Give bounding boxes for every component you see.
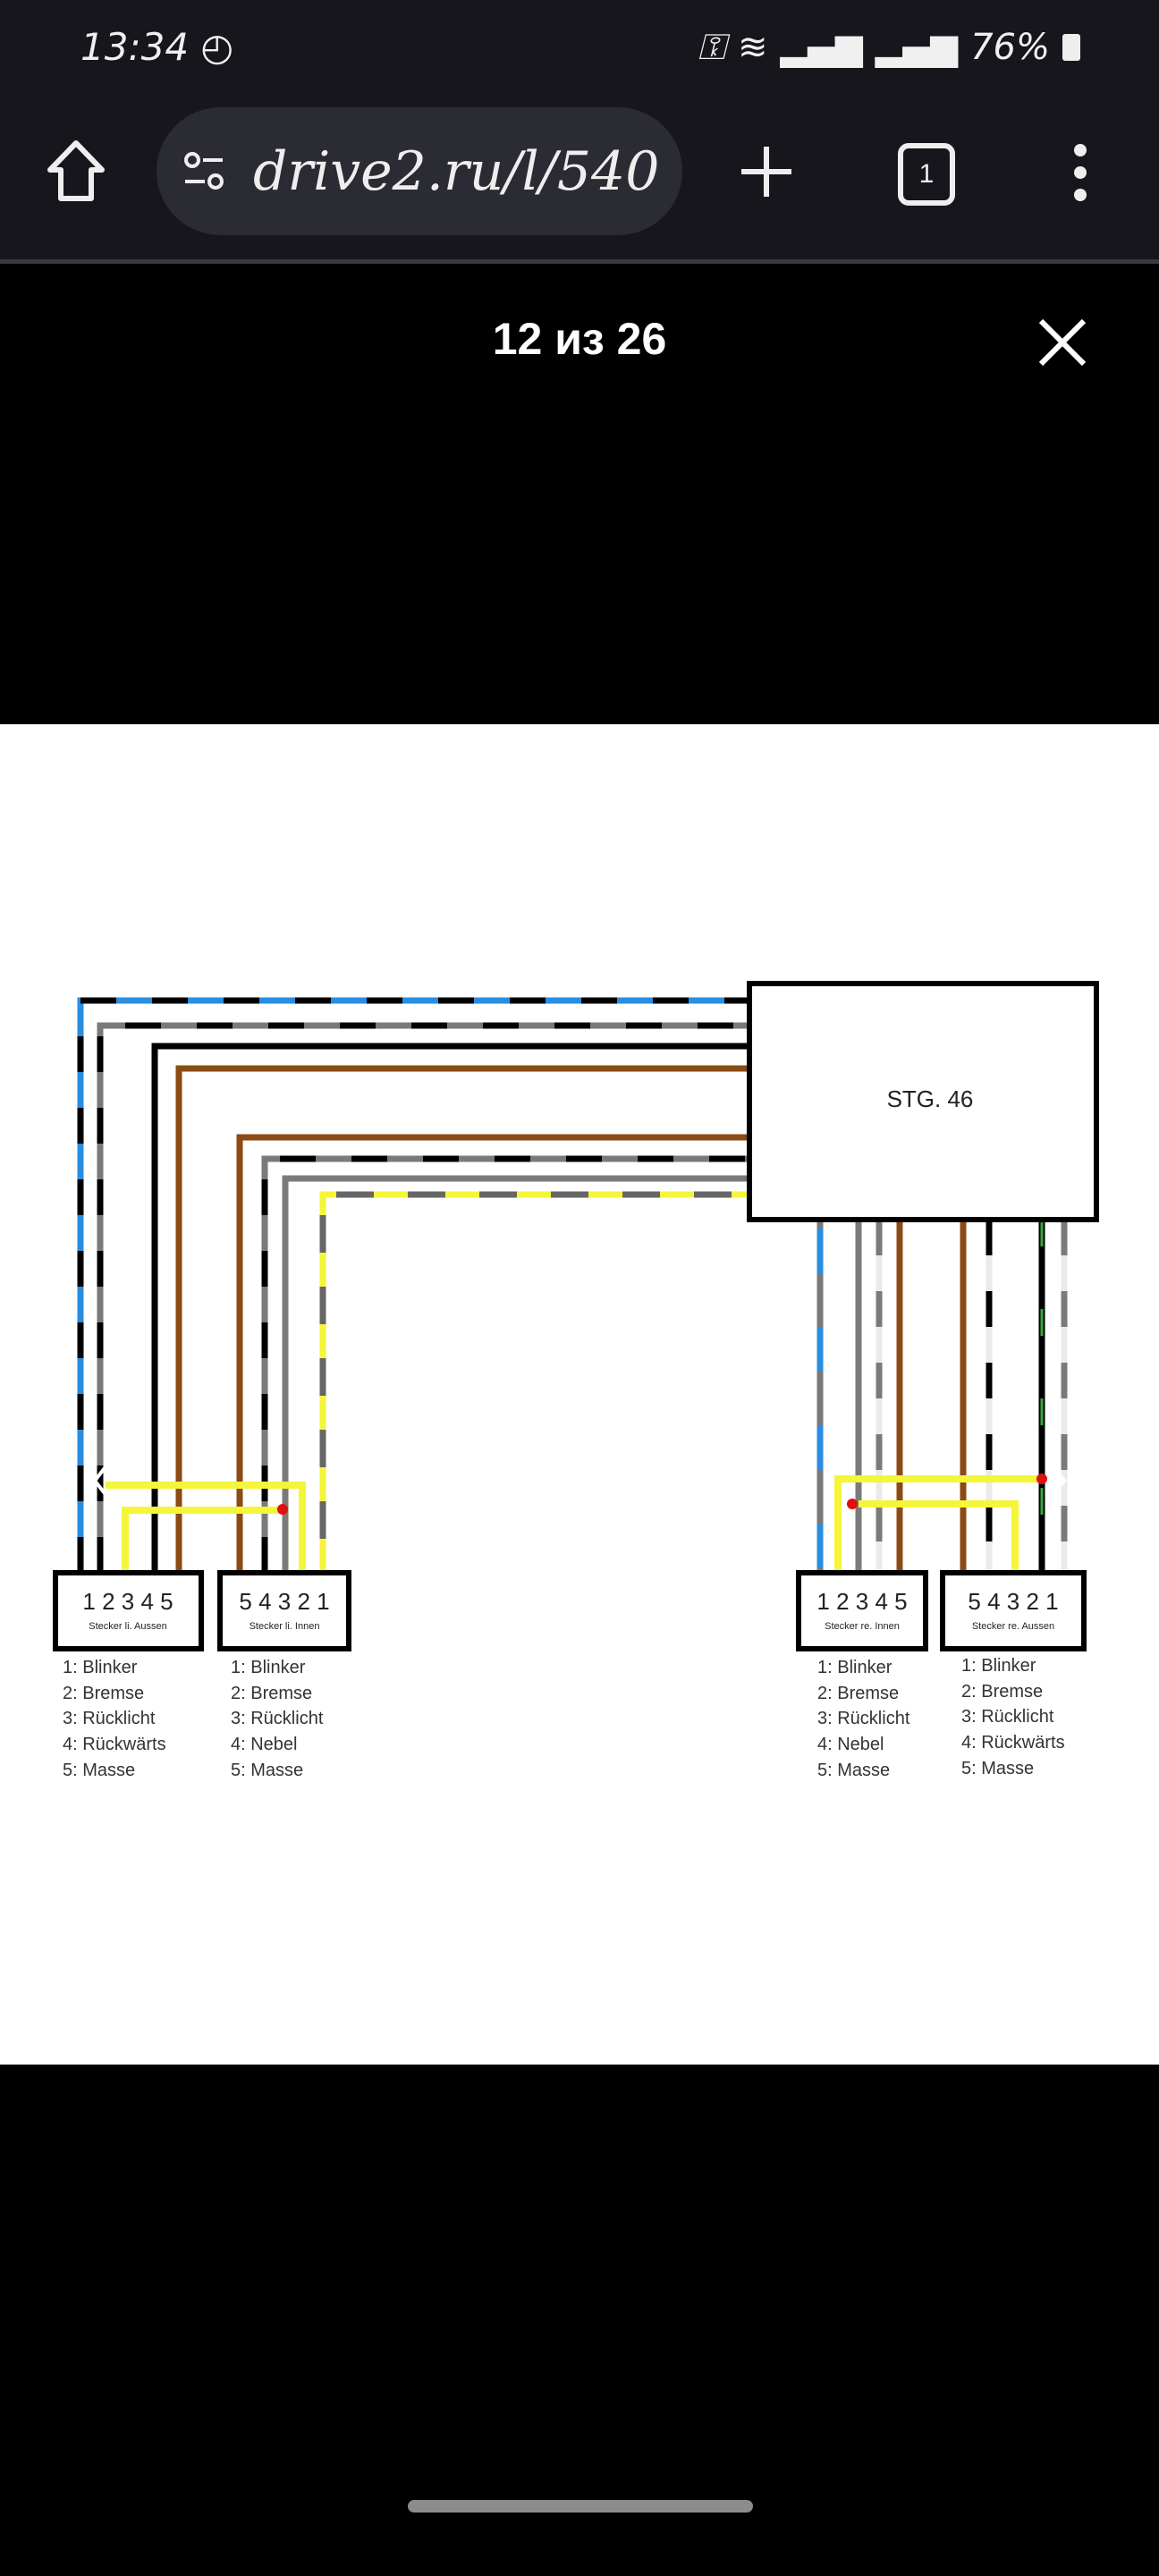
- site-settings-icon[interactable]: [182, 149, 226, 194]
- legend-item: 3: Rücklicht: [961, 1707, 1054, 1727]
- status-time: 13:34 ◴: [80, 25, 234, 69]
- wire-gray-black-inner: [261, 1155, 751, 1573]
- image-counter: 12 из 26: [492, 314, 667, 364]
- connector-label: Stecker re. Aussen: [972, 1621, 1054, 1632]
- url-bar[interactable]: drive2.ru/l/540: [157, 107, 682, 235]
- connector-label: Stecker re. Innen: [825, 1621, 900, 1632]
- legend-item: 4: Rückwärts: [961, 1733, 1065, 1753]
- wire-yellow-r-inner: [859, 1500, 1019, 1573]
- legend-item: 1: Blinker: [63, 1658, 138, 1677]
- legend-item: 1: Blinker: [231, 1658, 306, 1677]
- next-image-chevron-icon: [1050, 1463, 1067, 1499]
- connector-box: [53, 1570, 204, 1651]
- splice-dot: [847, 1499, 858, 1509]
- wifi-icon: ≋: [737, 27, 768, 68]
- wire-blue-black-dash: [77, 997, 751, 1573]
- splice-dot: [277, 1504, 288, 1515]
- wire-yellow-gray: [319, 1191, 751, 1573]
- connector-pins: 1 2 3 4 5: [82, 1588, 173, 1615]
- header-divider: [0, 259, 1159, 264]
- wire-yellow-r-outer: [834, 1475, 1042, 1573]
- signal-icon: ▂▄▆: [780, 27, 863, 68]
- close-icon[interactable]: [1037, 317, 1087, 367]
- wire-brown: [175, 1065, 751, 1573]
- prev-image-chevron-icon: [92, 1463, 109, 1499]
- legend-item: 5: Masse: [817, 1761, 890, 1780]
- browser-header: 13:34 ◴ ⚿ ≋ ▂▄▆ ▂▄▆ 76% drive2.ru/l/540 …: [0, 0, 1159, 261]
- wire-gray-black-dash: [97, 1022, 751, 1573]
- legend-item: 3: Rücklicht: [63, 1709, 156, 1728]
- wire-gray-black: [97, 1022, 751, 1573]
- more-menu-icon[interactable]: [1070, 143, 1091, 202]
- connector-pins: 1 2 3 4 5: [816, 1588, 907, 1615]
- wire-gray: [282, 1175, 751, 1573]
- home-icon[interactable]: [47, 139, 106, 202]
- legend-item: 5: Masse: [63, 1761, 135, 1780]
- url-text[interactable]: drive2.ru/l/540: [253, 139, 660, 203]
- signal-icon: ▂▄▆: [875, 27, 959, 68]
- legend-item: 3: Rücklicht: [231, 1709, 324, 1728]
- control-unit-box: [747, 981, 1099, 1222]
- control-unit-label: STG. 46: [887, 1085, 974, 1112]
- legend-item: 5: Masse: [961, 1759, 1034, 1778]
- legend-item: 5: Masse: [231, 1761, 303, 1780]
- connector-box: [217, 1570, 351, 1651]
- legend-item: 3: Rücklicht: [817, 1709, 910, 1728]
- legend-item: 4: Rückwärts: [63, 1735, 166, 1754]
- legend-item: 2: Bremse: [817, 1684, 899, 1703]
- legend-item: 2: Bremse: [63, 1684, 144, 1703]
- splice-dot: [1036, 1474, 1047, 1484]
- connector-pins: 5 4 3 2 1: [239, 1588, 329, 1615]
- connector-box: [940, 1570, 1087, 1651]
- legend-item: 2: Bremse: [961, 1682, 1043, 1702]
- new-tab-icon[interactable]: [740, 145, 793, 198]
- data-saver-icon: ◴: [200, 25, 234, 69]
- wire-gray-black-inner-dash: [261, 1155, 751, 1573]
- legend-item: 4: Nebel: [231, 1735, 298, 1754]
- wire-yellow-loop-inner: [122, 1507, 283, 1573]
- wire-yellow-loop-outer: [106, 1482, 306, 1573]
- legend-item: 1: Blinker: [817, 1658, 893, 1677]
- wire-black: [151, 1043, 751, 1573]
- connector-box: [796, 1570, 928, 1651]
- status-icons: ⚿ ≋ ▂▄▆ ▂▄▆ 76%: [698, 27, 1080, 68]
- tab-switcher-icon[interactable]: 1: [898, 143, 955, 206]
- battery-percent: 76%: [970, 27, 1050, 68]
- legend-item: 4: Nebel: [817, 1735, 884, 1754]
- legend-item: 2: Bremse: [231, 1684, 312, 1703]
- legend-item: 1: Blinker: [961, 1656, 1036, 1676]
- wire-yellow-gray-dash: [319, 1191, 751, 1573]
- wire-brown-inner: [236, 1134, 751, 1573]
- gesture-nav-bar[interactable]: [408, 2500, 753, 2513]
- battery-charging-icon: [1062, 34, 1080, 61]
- connector-label: Stecker li. Aussen: [89, 1621, 166, 1632]
- connector-pins: 5 4 3 2 1: [968, 1588, 1058, 1615]
- connector-label: Stecker li. Innen: [250, 1621, 320, 1632]
- vpn-key-icon: ⚿: [698, 27, 725, 68]
